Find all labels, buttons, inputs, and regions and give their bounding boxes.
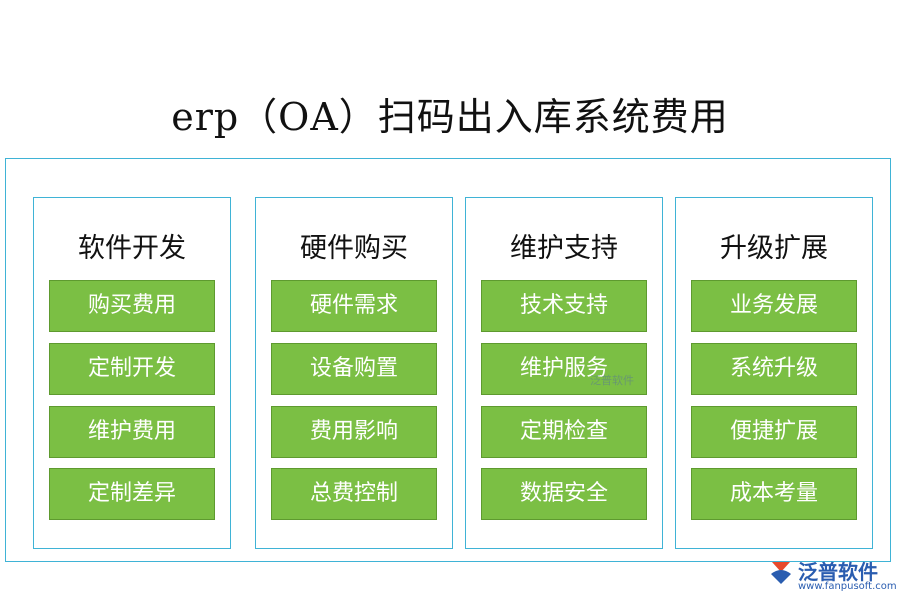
column-upgrade-expansion: 升级扩展 业务发展 系统升级 便捷扩展 成本考量 [675,197,873,549]
column-title: 硬件购买 [300,233,408,264]
item-box[interactable]: 系统升级 [691,343,857,395]
logo-name: 泛普软件 [798,560,878,584]
item-box[interactable]: 设备购置 [271,343,437,395]
item-box[interactable]: 业务发展 [691,280,857,332]
watermark-text: 泛普软件 [590,374,634,387]
item-box[interactable]: 定期检查 [481,406,647,458]
column-title: 升级扩展 [720,233,828,264]
column-software-development: 软件开发 购买费用 定制开发 维护费用 定制差异 [33,197,231,549]
column-title: 维护支持 [510,233,618,264]
item-box[interactable]: 定制开发 [49,343,215,395]
item-box[interactable]: 成本考量 [691,468,857,520]
item-box[interactable]: 总费控制 [271,468,437,520]
item-box[interactable]: 硬件需求 [271,280,437,332]
item-box[interactable]: 技术支持 [481,280,647,332]
item-box[interactable]: 维护费用 [49,406,215,458]
logo-mark-icon [771,562,791,584]
item-box[interactable]: 定制差异 [49,468,215,520]
page-title: erp（OA）扫码出入库系统费用 [171,95,729,139]
brand-logo: 泛普软件 www.fanpusoft.com [768,556,897,596]
item-box[interactable]: 购买费用 [49,280,215,332]
item-box[interactable]: 数据安全 [481,468,647,520]
column-hardware-purchase: 硬件购买 硬件需求 设备购置 费用影响 总费控制 [255,197,453,549]
item-box[interactable]: 维护服务 [481,343,647,395]
item-box[interactable]: 便捷扩展 [691,406,857,458]
outer-frame [5,158,891,562]
column-maintenance-support: 维护支持 技术支持 维护服务 定期检查 数据安全 [465,197,663,549]
column-title: 软件开发 [78,233,186,264]
item-box[interactable]: 费用影响 [271,406,437,458]
logo-url: www.fanpusoft.com [798,581,897,592]
